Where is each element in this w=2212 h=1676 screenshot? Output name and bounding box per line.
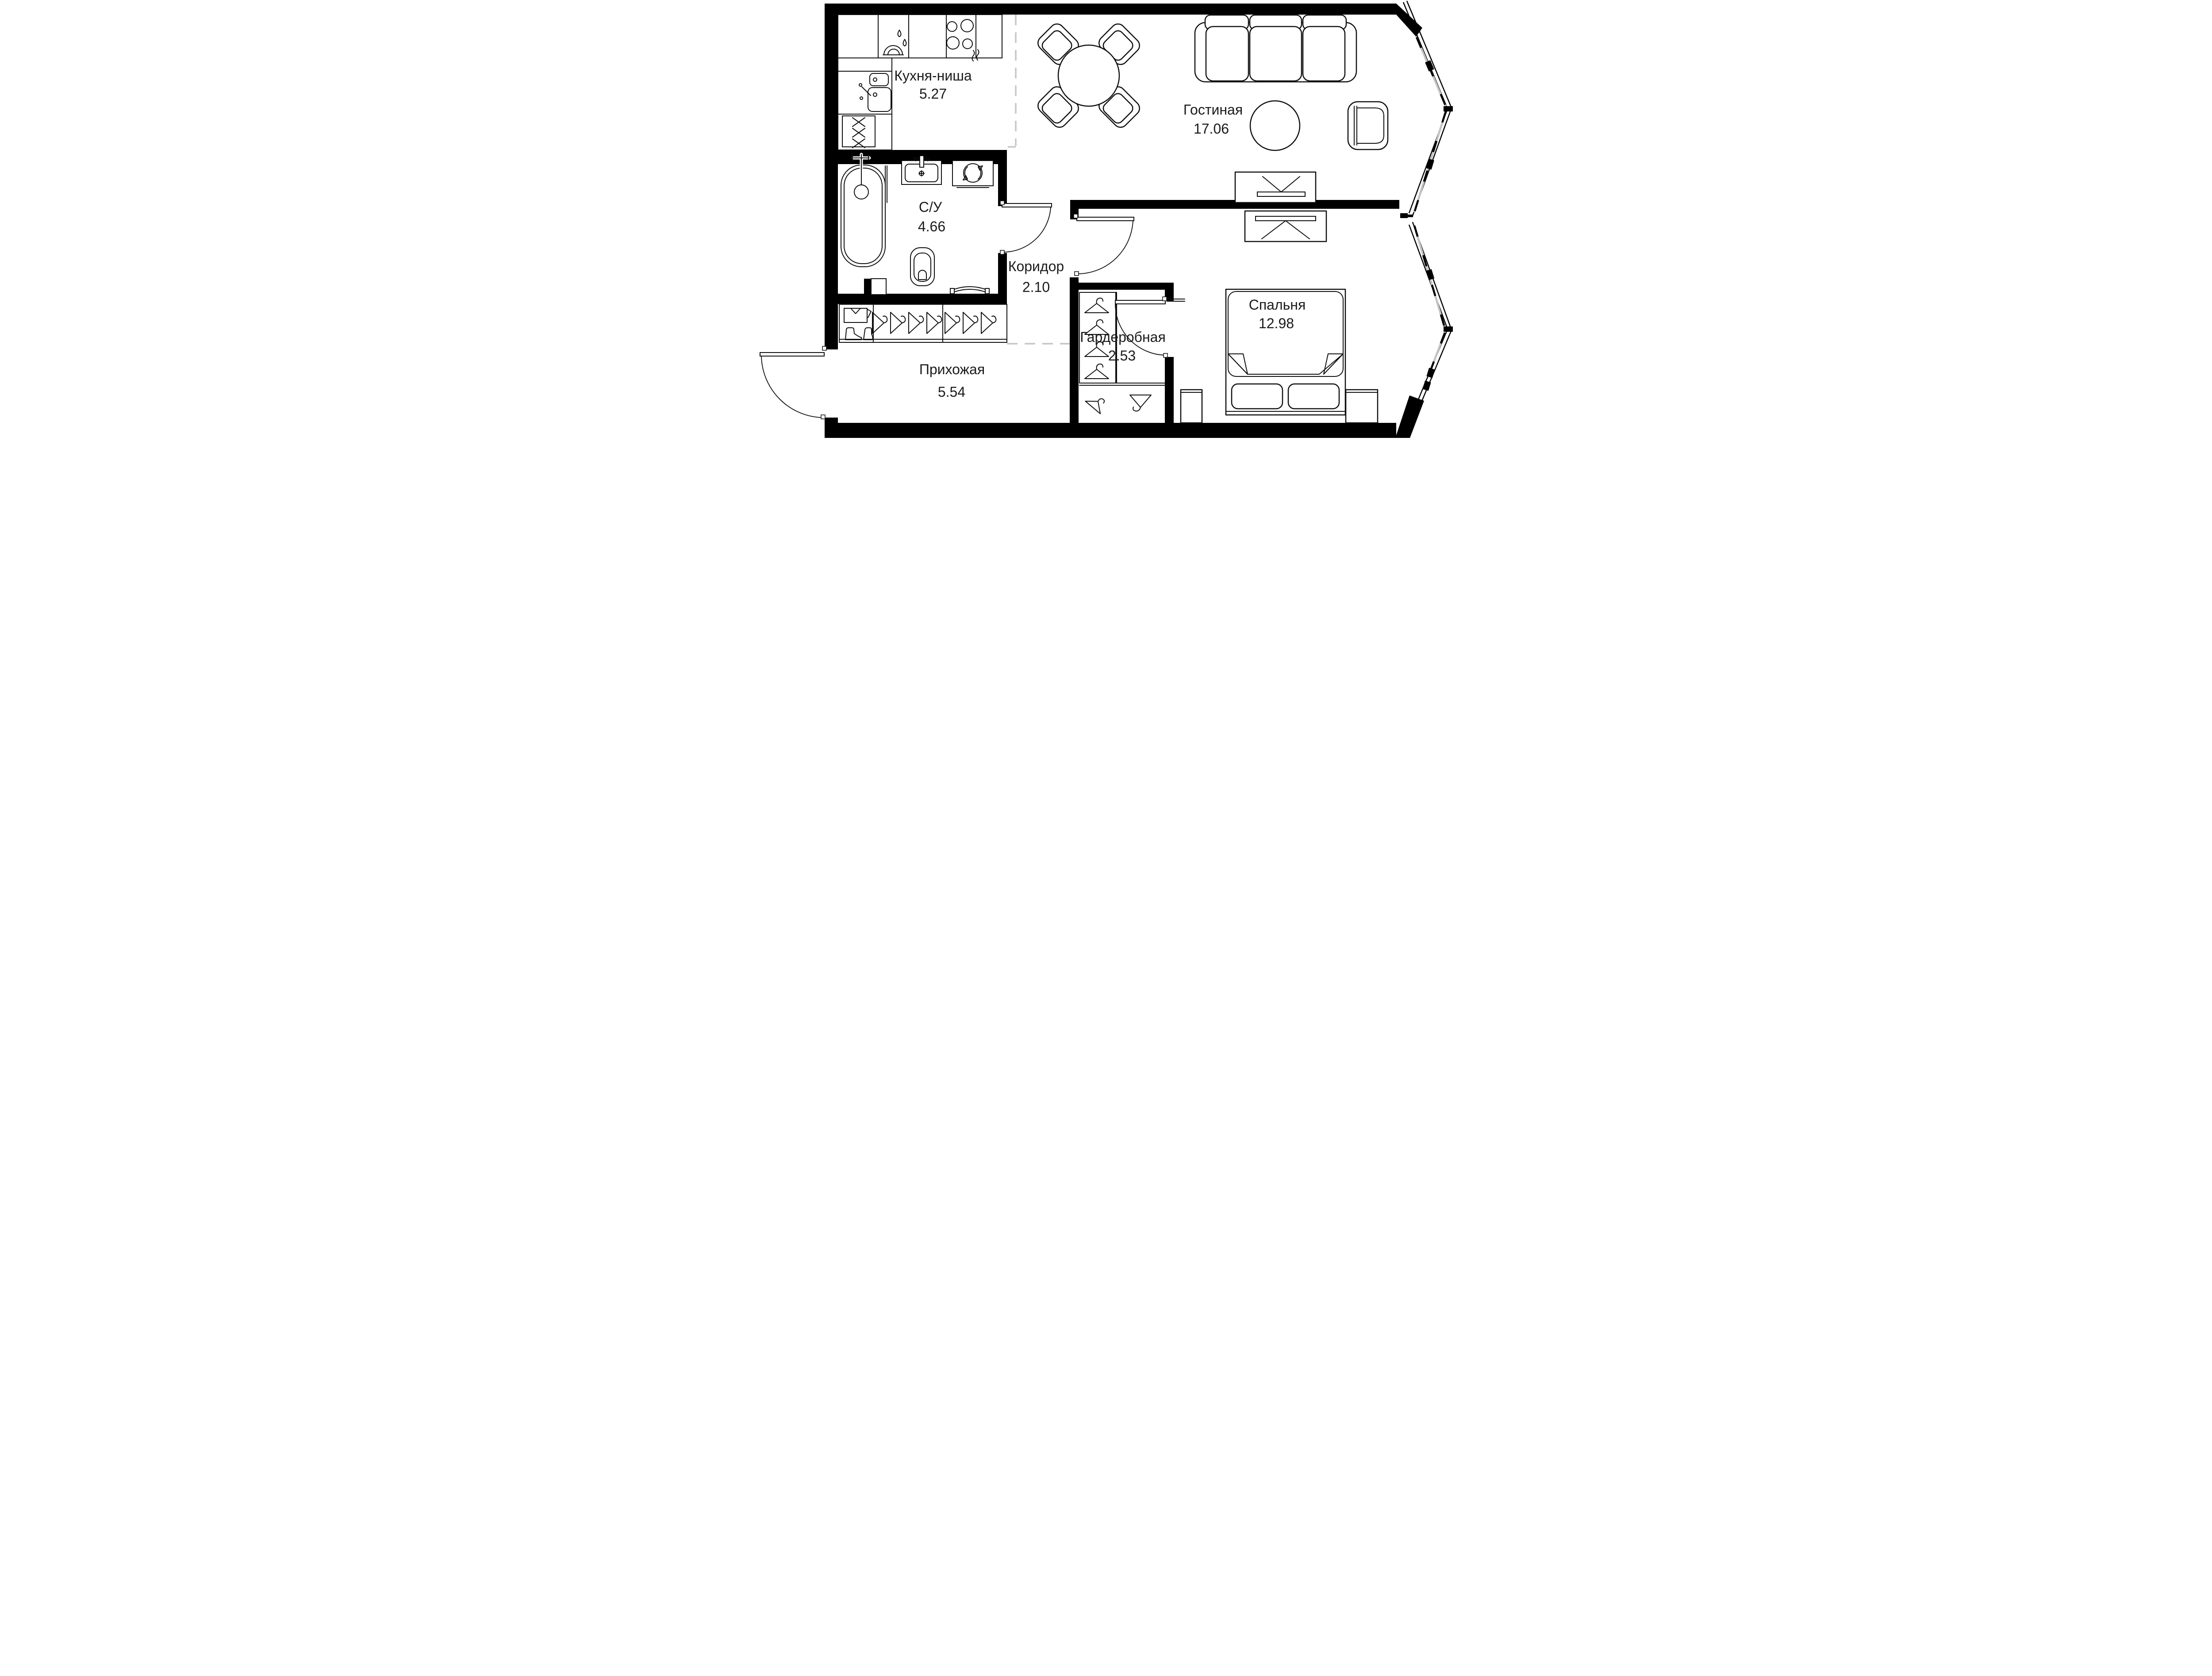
room-area: 12.98: [1259, 315, 1294, 331]
living-room-furniture: [1037, 14, 1389, 203]
window-mullion-block: [1426, 158, 1434, 170]
entrance-door: [760, 346, 827, 419]
room-area: 4.66: [918, 219, 945, 234]
label-corridor: Коридор 2.10: [1008, 258, 1064, 295]
kitchen-fixtures: [837, 14, 1002, 150]
wall-bay-top-angled: [1396, 4, 1422, 37]
wall-wardrobe-left: [1070, 277, 1079, 423]
room-area: 2.53: [1108, 348, 1136, 364]
hanger-column: [1084, 297, 1109, 379]
room-name: С/У: [919, 199, 942, 215]
balcony-door-jamb: [1422, 380, 1431, 391]
walls: [825, 4, 1453, 438]
zone-partitions: [1007, 15, 1070, 345]
doors: [760, 200, 1168, 419]
wardrobe-room-door: [1115, 296, 1168, 358]
pillow-icon: [1231, 383, 1283, 410]
floor-plan-canvas: Кухня-ниша 5.27 Гостиная 17.06 С/У 4.66 …: [759, 0, 1453, 438]
hanger-row: [872, 312, 997, 334]
shaft-box: [871, 278, 887, 295]
tv-stand-icon: [1234, 171, 1317, 203]
wall-wardrobe-right-lower: [1165, 357, 1174, 423]
bathroom-fixtures: [841, 153, 994, 294]
fridge-icon: [842, 115, 876, 148]
coffee-table-icon: [1249, 100, 1301, 151]
bath-sink-icon: [901, 155, 942, 185]
label-bathroom: С/У 4.66: [918, 199, 945, 234]
room-name: Гостиная: [1183, 102, 1243, 118]
bedroom-door: [1073, 214, 1134, 276]
bedroom-ledge: [1167, 299, 1185, 302]
wall-bath-bottom: [825, 294, 1007, 304]
balcony-door-jamb: [1426, 368, 1435, 378]
room-name: Кухня-ниша: [894, 68, 972, 84]
label-hallway: Прихожая 5.54: [919, 361, 985, 400]
kitchen-sink-icon: [859, 73, 891, 112]
wall-bay-middle-pier-stub: [1408, 215, 1413, 217]
room-labels: Кухня-ниша 5.27 Гостиная 17.06 С/У 4.66 …: [894, 68, 1306, 400]
window-mullion-block: [1425, 60, 1434, 72]
bathtub-icon: [841, 153, 886, 267]
armchair-icon: [1347, 101, 1389, 150]
washing-machine-icon: [952, 160, 994, 188]
hanger-icon: [1085, 398, 1105, 414]
wall-bay-bottom-angled: [1395, 395, 1424, 438]
counter-dividers: [878, 14, 976, 58]
sofa-icon: [1194, 14, 1357, 83]
wall-living-bedroom-divider: [1070, 200, 1399, 209]
nightstand-icon: [1180, 389, 1203, 424]
towel-rail-icon: [950, 286, 990, 294]
bedroom-furniture: [1180, 210, 1379, 424]
room-area: 5.54: [938, 384, 965, 400]
hanger-icon-inverted: [1129, 395, 1152, 412]
chair-icon: [1098, 23, 1140, 65]
cabinet-dividers: [837, 71, 892, 115]
nightstand-icon: [1345, 389, 1379, 424]
boots-icon: [845, 327, 873, 340]
room-name: Гардеробная: [1080, 329, 1166, 345]
room-area: 5.27: [919, 86, 947, 102]
hallway-wardrobe: [839, 304, 1007, 343]
label-bedroom: Спальня 12.98: [1249, 297, 1306, 331]
room-name: Коридор: [1008, 258, 1064, 274]
bathroom-door: [1000, 200, 1052, 255]
wall-bay-middle-pier: [1400, 213, 1408, 218]
label-kitchen-niche: Кухня-ниша 5.27: [894, 68, 972, 102]
dresser-icon: [1244, 210, 1327, 242]
wall-left: [825, 4, 838, 349]
floor-plan: Кухня-ниша 5.27 Гостиная 17.06 С/У 4.66 …: [759, 0, 1453, 438]
room-area: 17.06: [1194, 121, 1229, 137]
wall-bay-bottom-tip-pier: [1444, 326, 1453, 332]
dining-set: [1037, 23, 1140, 128]
bed-icon: [1225, 288, 1346, 416]
room-name: Прихожая: [919, 361, 985, 377]
kitchen-left-cabinets: [837, 58, 892, 150]
room-area: 2.10: [1022, 279, 1050, 295]
wall-bath-right-lower: [998, 253, 1007, 295]
label-living-room: Гостиная 17.06: [1183, 102, 1243, 137]
wall-bath-right-upper: [998, 164, 1007, 206]
toilet-icon: [910, 247, 935, 286]
shower-head-icon: [854, 184, 869, 199]
wall-wardrobe-right-upper: [1165, 290, 1174, 301]
chair-icon: [1037, 23, 1079, 65]
dining-table-icon: [1057, 44, 1120, 107]
dishes-icon: [883, 30, 907, 55]
chair-icon: [1037, 86, 1079, 128]
room-name: Спальня: [1249, 297, 1306, 313]
kitchen-zone-dashed-line: [1008, 15, 1017, 148]
bath-screen: [885, 165, 887, 203]
window-mullion-block: [1426, 269, 1435, 280]
wall-top: [825, 4, 1396, 15]
stove-icon: [946, 19, 979, 61]
wall-shaft-stub: [864, 279, 871, 295]
label-wardrobe-room: Гардеробная 2.53: [1080, 329, 1166, 364]
kitchen-counter: [837, 14, 1002, 58]
pillow-icon: [1287, 383, 1340, 410]
wall-wardrobe-top: [1079, 283, 1174, 290]
window-mullions: [1415, 37, 1447, 107]
wall-bay-top-tip-pier: [1444, 106, 1453, 111]
wall-bottom: [825, 423, 1396, 438]
shirt-shelf-icon: [844, 308, 872, 323]
